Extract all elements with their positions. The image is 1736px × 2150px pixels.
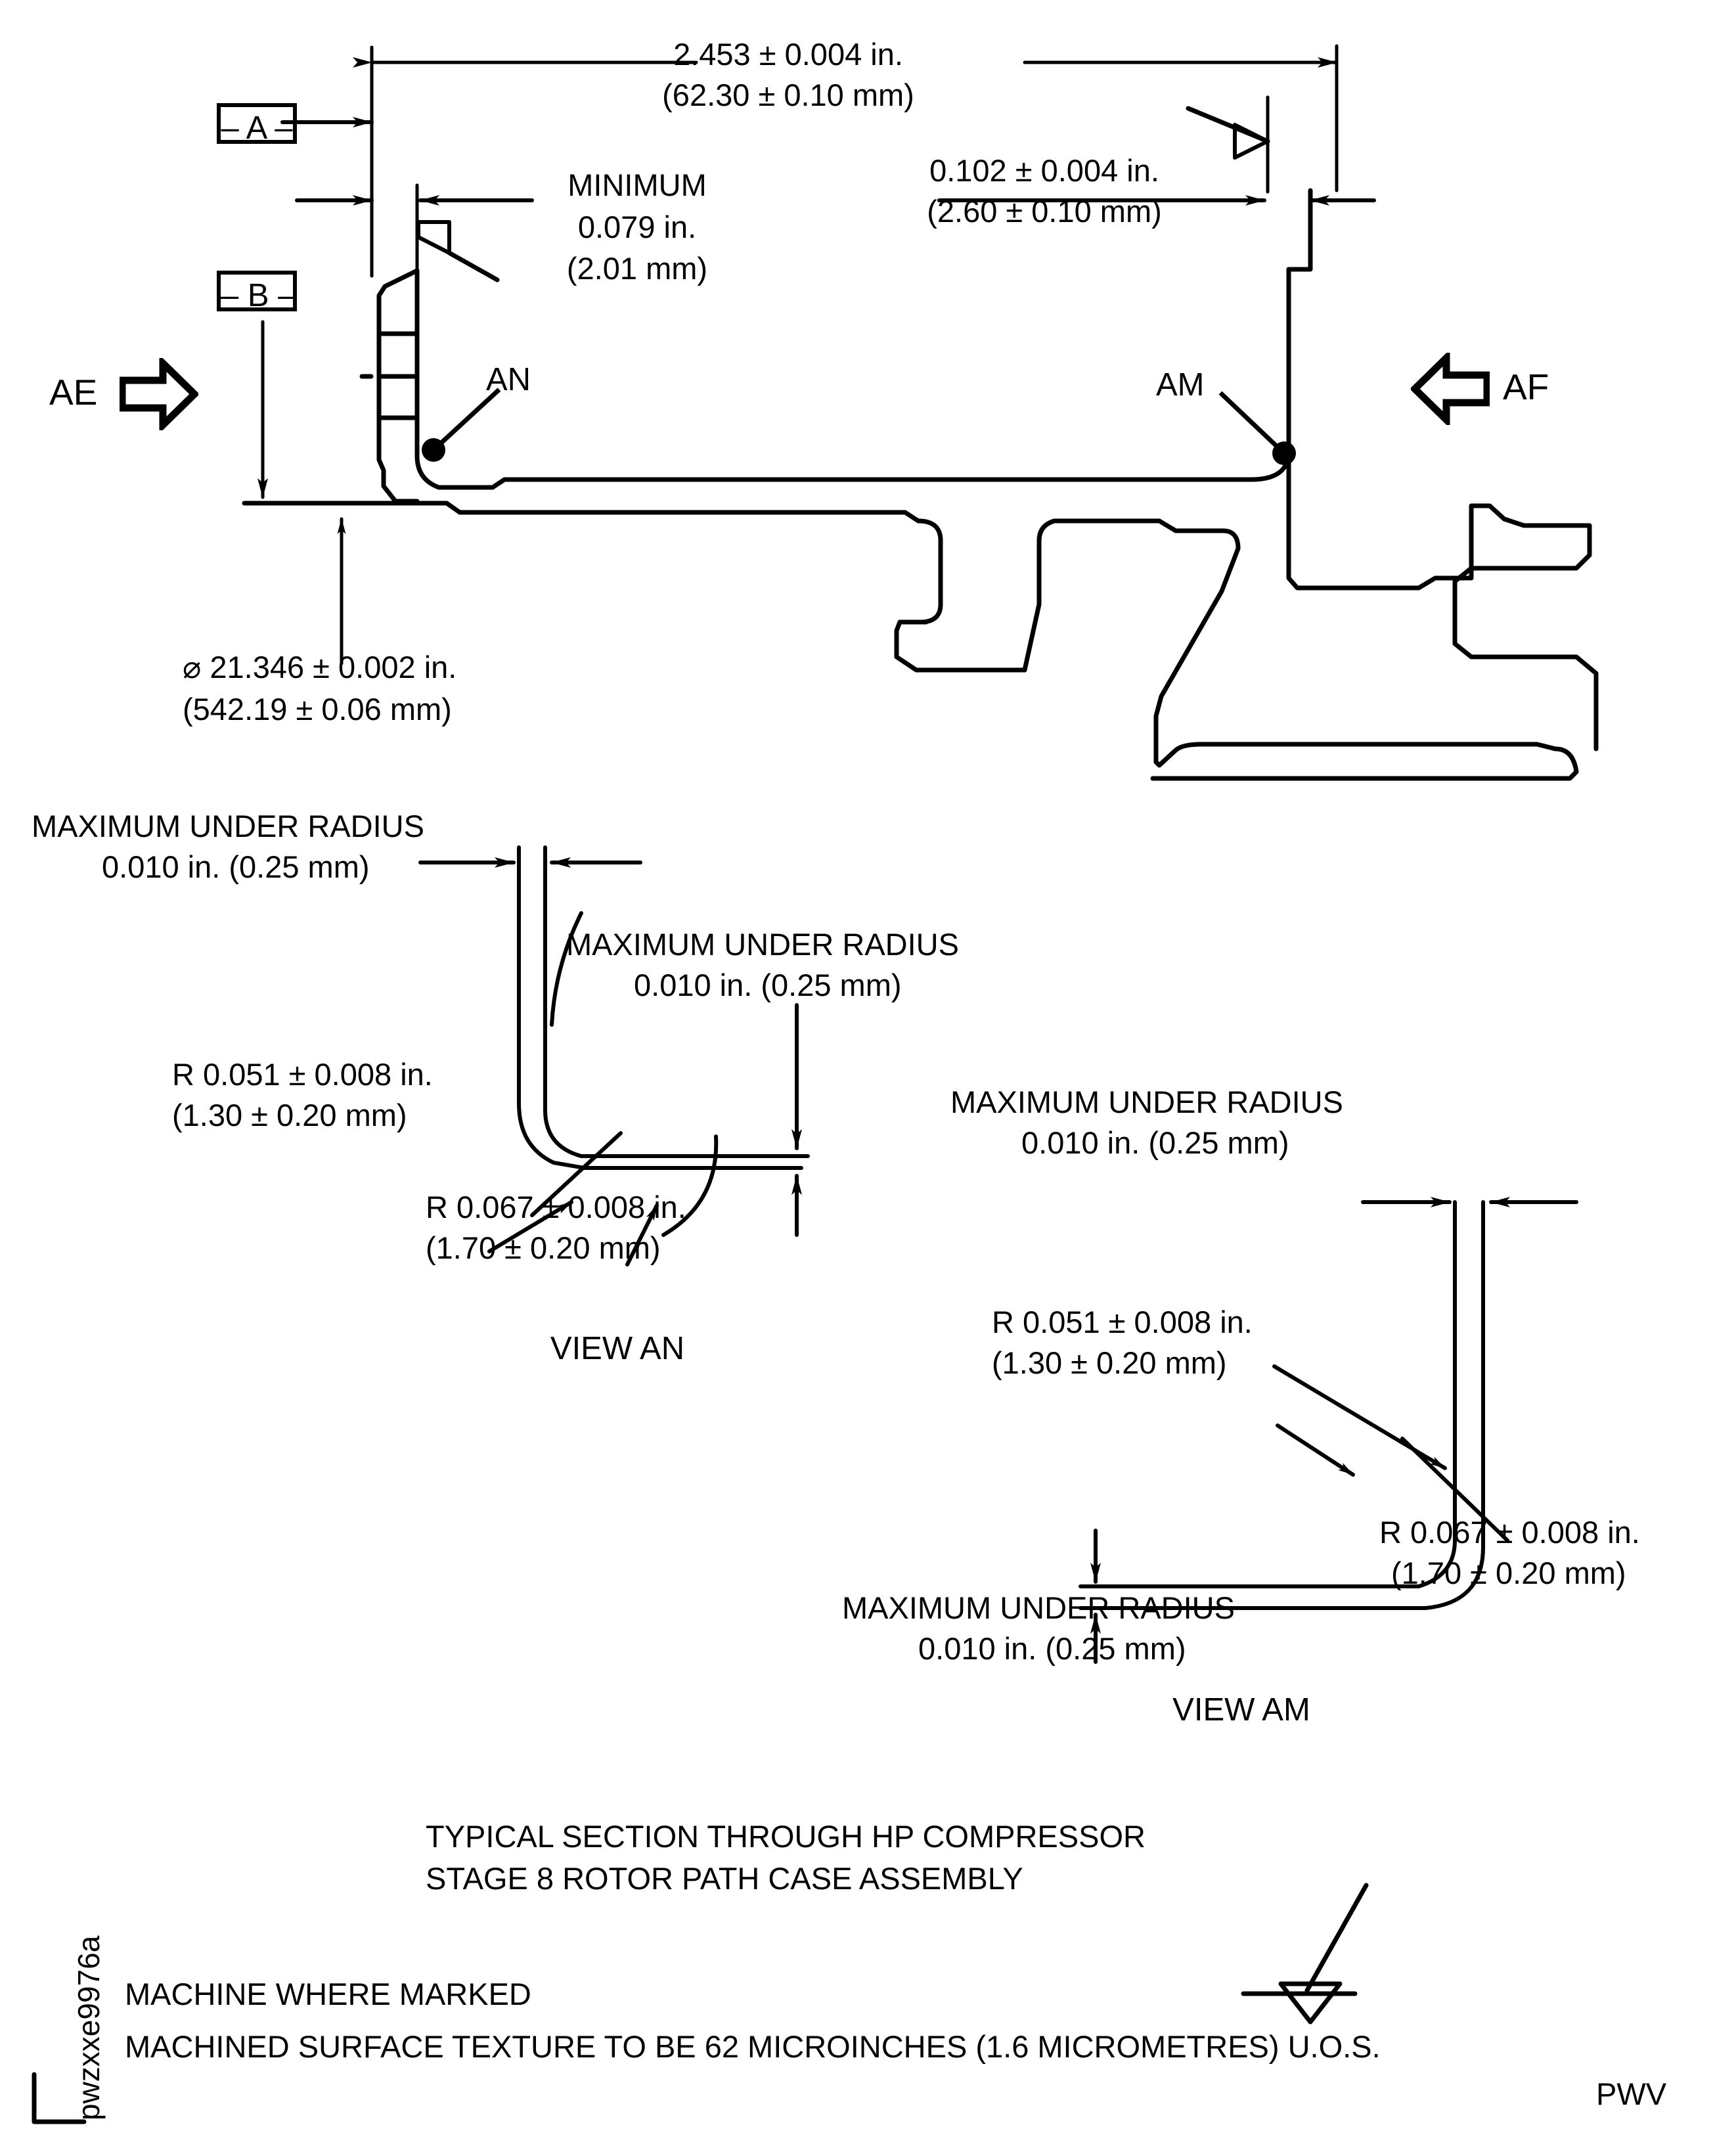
drawing-title-line2: STAGE 8 ROTOR PATH CASE ASSEMBLY	[426, 1861, 1023, 1896]
view-am-radius-inner-line2: (1.30 ± 0.20 mm)	[992, 1345, 1227, 1380]
overall-length-dim-inch: 2.453 ± 0.004 in.	[673, 37, 903, 72]
sheet-code: PWV	[1596, 2076, 1667, 2111]
datum-b-label: – B –	[221, 278, 296, 313]
callout-an-label: AN	[486, 362, 531, 397]
view-an-max-radius-upper-line2: 0.010 in. (0.25 mm)	[102, 849, 370, 884]
view-arrow-ae-group: AE	[49, 371, 97, 414]
note-surface-texture: MACHINED SURFACE TEXTURE TO BE 62 MICROI…	[125, 2029, 1381, 2064]
view-am-max-radius-upper-line1: MAXIMUM UNDER RADIUS	[950, 1085, 1343, 1119]
view-am-max-radius-lower-line2: 0.010 in. (0.25 mm)	[918, 1631, 1186, 1666]
view-arrow-af-label: AF	[1503, 367, 1549, 407]
minimum-wall-dim-inch: 0.079 in.	[577, 210, 697, 244]
view-an-radius-inner-line1: R 0.051 ± 0.008 in.	[172, 1057, 433, 1092]
view-am-max-radius-upper-line2: 0.010 in. (0.25 mm)	[1021, 1125, 1289, 1160]
view-an-radius-outer-line1: R 0.067 ± 0.008 in.	[426, 1190, 686, 1224]
view-am-radius-outer-line2: (1.70 ± 0.20 mm)	[1391, 1556, 1626, 1590]
datum-a-box: – A –	[217, 103, 297, 146]
view-am-radius-outer-line1: R 0.067 ± 0.008 in.	[1379, 1515, 1640, 1550]
view-arrow-ae-label: AE	[49, 372, 98, 413]
flange-thickness-dim-metric: (2.60 ± 0.10 mm)	[927, 194, 1162, 229]
callout-an-leader	[422, 388, 501, 462]
view-arrow-af-group: AF	[1503, 366, 1549, 409]
view-arrow-af-icon	[1411, 353, 1490, 425]
drawing-title-line1: TYPICAL SECTION THROUGH HP COMPRESSOR	[426, 1819, 1146, 1854]
view-am-title: VIEW AM	[1172, 1692, 1310, 1728]
overall-length-dim-metric: (62.30 ± 0.10 mm)	[662, 78, 914, 112]
minimum-wall-dim-metric: (2.01 mm)	[566, 251, 708, 286]
bore-diameter-dim-metric: (542.19 ± 0.06 mm)	[183, 692, 452, 727]
sheet-id: pwzxxe9976a	[72, 1935, 106, 2120]
datum-a-label: – A –	[221, 110, 293, 146]
view-an-radius-inner-line2: (1.30 ± 0.20 mm)	[172, 1098, 407, 1132]
view-an-max-radius-lower-line1: MAXIMUM UNDER RADIUS	[566, 927, 959, 962]
minimum-wall-prefix: MINIMUM	[568, 168, 707, 202]
callout-am-label: AM	[1156, 367, 1205, 403]
view-an-max-radius-upper-line1: MAXIMUM UNDER RADIUS	[32, 809, 424, 843]
view-arrow-ae-icon	[120, 358, 198, 430]
callout-am-leader	[1218, 391, 1296, 465]
view-an-max-radius-lower-line2: 0.010 in. (0.25 mm)	[634, 968, 902, 1002]
view-am-max-radius-lower-line1: MAXIMUM UNDER RADIUS	[842, 1590, 1235, 1625]
bore-diameter-dim-inch: ⌀ 21.346 ± 0.002 in.	[183, 650, 457, 684]
flange-thickness-dim-inch: 0.102 ± 0.004 in.	[929, 153, 1159, 188]
note-machine-where-marked: MACHINE WHERE MARKED	[125, 1977, 531, 2011]
view-am-radius-inner-line1: R 0.051 ± 0.008 in.	[992, 1305, 1253, 1339]
view-an-title: VIEW AN	[550, 1331, 685, 1366]
view-an-radius-outer-line2: (1.70 ± 0.20 mm)	[426, 1230, 661, 1265]
datum-b-box: – B –	[217, 271, 297, 313]
